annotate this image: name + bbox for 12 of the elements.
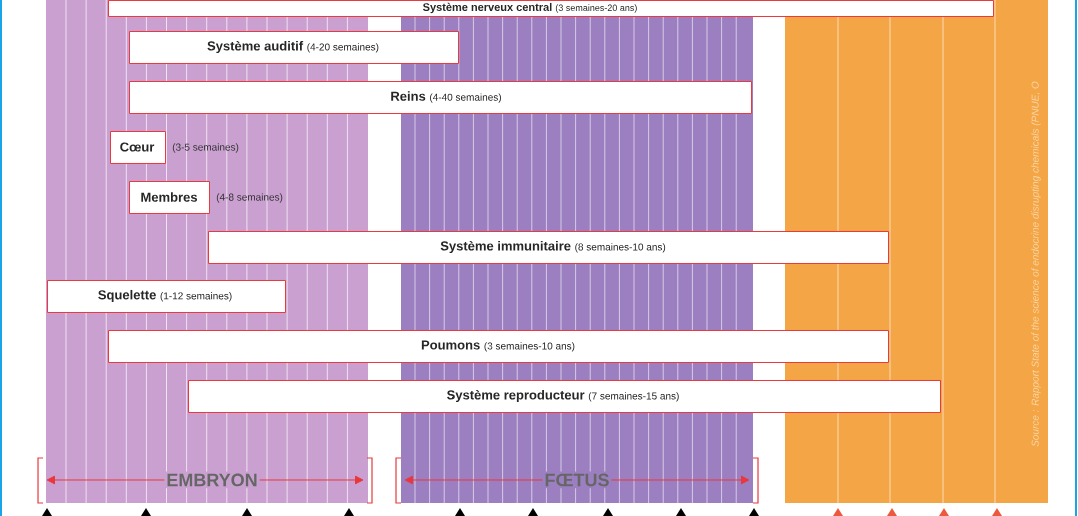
organ-bar: Poumons (3 semaines-10 ans) [108,330,889,363]
source-note: Source : Rapport State of the science of endocrine disrupting chemicals (PNUE, O [1031,81,1041,447]
organ-bar: Système reproducteur (7 semaines-15 ans) [188,380,941,413]
organ-bar: Reins (4-40 semaines) [129,81,752,114]
organ-bar: Système auditif (4-20 semaines) [129,31,459,64]
duration-label: (4-8 semaines) [216,193,283,203]
organ-bar: Système immunitaire (8 semaines-10 ans) [208,231,889,264]
organ-bar: Squelette (1-12 semaines) [47,280,286,313]
organ-bar: Système nerveux central (3 semaines-20 ans) [108,0,994,17]
organ-bar: Cœur [110,131,166,164]
duration-label: (3-5 semaines) [172,143,239,153]
organ-bar: Membres [129,181,210,214]
